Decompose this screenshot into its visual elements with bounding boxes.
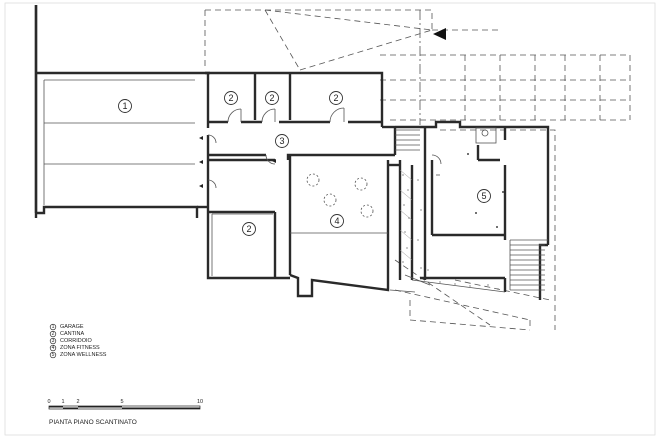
legend-item: 4 ZONA FITNESS xyxy=(49,344,100,352)
svg-text:3: 3 xyxy=(279,136,284,146)
core-walls xyxy=(205,71,400,298)
scale-tick-label: 1 xyxy=(61,399,64,405)
svg-text:1: 1 xyxy=(122,101,127,111)
legend-item: 1 GARAGE xyxy=(49,323,84,331)
svg-text:2: 2 xyxy=(246,224,251,234)
legend: 1 GARAGE 2 CANTINA 3 CORRIDOIO 4 ZONA FI… xyxy=(49,323,107,359)
svg-text:2: 2 xyxy=(269,93,274,103)
scale-tick-label: 0 xyxy=(47,399,50,405)
svg-text:CANTINA: CANTINA xyxy=(60,331,84,337)
svg-text:3: 3 xyxy=(52,338,55,344)
door-markers xyxy=(199,136,276,188)
plan-title: PIANTA PIANO SCANTINATO xyxy=(49,419,137,426)
svg-text:5: 5 xyxy=(52,352,55,358)
room-label-garage: 1 xyxy=(118,99,132,113)
svg-text:ZONA WELLNESS: ZONA WELLNESS xyxy=(60,352,107,358)
stair-walls xyxy=(395,125,425,280)
svg-text:4: 4 xyxy=(52,345,55,351)
legend-item: 3 CORRIDOIO xyxy=(49,337,93,345)
wellness-walls xyxy=(423,120,550,280)
svg-text:1: 1 xyxy=(52,324,55,330)
svg-text:2: 2 xyxy=(333,93,338,103)
svg-text:4: 4 xyxy=(334,216,339,226)
svg-text:5: 5 xyxy=(481,191,486,201)
room-label-cantina-3: 2 xyxy=(329,91,343,105)
scale-bar: 0 1 2 5 10 xyxy=(47,399,203,410)
room-label-zona-fitness: 4 xyxy=(330,214,344,228)
legend-item: 5 ZONA WELLNESS xyxy=(49,351,107,359)
fitness-equipment xyxy=(306,173,374,218)
legend-item: 2 CANTINA xyxy=(49,330,84,338)
section-arrow-icon xyxy=(433,28,446,40)
room-label-corridoio: 3 xyxy=(275,134,289,148)
scale-tick-label: 2 xyxy=(76,399,79,405)
svg-text:2: 2 xyxy=(52,331,55,337)
room-label-cantina-1: 2 xyxy=(224,91,238,105)
roof-projection-lines xyxy=(204,9,631,331)
scale-tick-label: 5 xyxy=(120,399,123,405)
svg-text:2: 2 xyxy=(228,93,233,103)
scale-tick-label: 10 xyxy=(197,399,203,405)
gravel-strip xyxy=(402,153,504,290)
drawing-frame xyxy=(4,2,656,436)
east-terrace xyxy=(389,239,548,300)
garage-walls xyxy=(34,5,210,218)
room-label-zona-wellness: 5 xyxy=(477,189,491,203)
svg-text:GARAGE: GARAGE xyxy=(60,324,84,330)
door-swings xyxy=(207,107,442,189)
room-label-cantina-4: 2 xyxy=(242,222,256,236)
svg-text:CORRIDOIO: CORRIDOIO xyxy=(60,338,93,344)
svg-text:ZONA FITNESS: ZONA FITNESS xyxy=(60,345,100,351)
room-label-cantina-2: 2 xyxy=(265,91,279,105)
